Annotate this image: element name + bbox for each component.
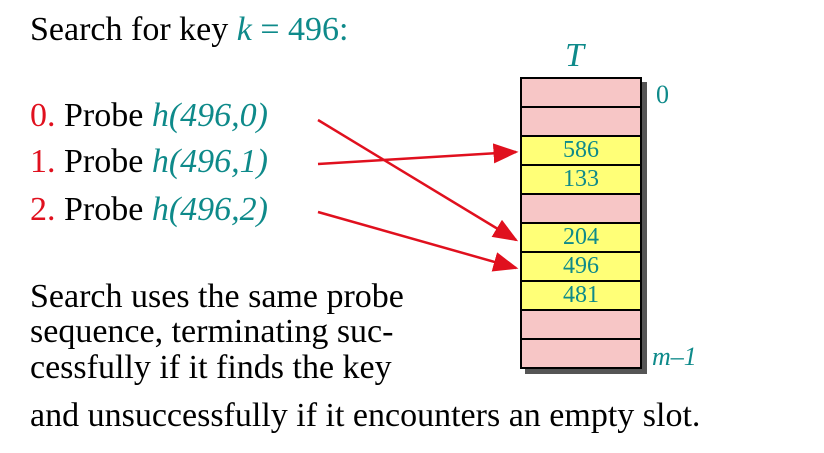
table-slot-0 — [522, 79, 640, 108]
probe-fn: h(496,0) — [151, 97, 268, 134]
arrow-probe-2 — [317, 210, 519, 272]
probe-text: Probe — [55, 97, 152, 134]
table-slot-9 — [522, 340, 640, 367]
index-bottom: m–1 — [652, 342, 697, 371]
title-var: k — [236, 11, 252, 48]
hash-table: 586 133 204 496 481 — [520, 77, 642, 369]
probe-line-0: 0. Probe h(496,0) — [30, 96, 268, 136]
table-slot-2: 586 — [522, 137, 640, 166]
paragraph-line-1: Search uses the same probe — [30, 278, 404, 315]
probe-num: 2. — [30, 191, 56, 228]
table-slot-3: 133 — [522, 166, 640, 195]
probe-line-1: 1. Probe h(496,1) — [30, 142, 268, 182]
title-prefix: Search for key — [30, 11, 237, 48]
table-slot-5: 204 — [522, 224, 640, 253]
probe-num: 0. — [30, 97, 56, 134]
probe-fn: h(496,1) — [151, 143, 268, 180]
probe-text: Probe — [55, 191, 152, 228]
arrow-probe-1 — [317, 143, 519, 166]
table-slot-6: 496 — [522, 253, 640, 282]
paragraph-line-2: sequence, terminating suc- — [30, 313, 394, 350]
probe-fn: h(496,2) — [151, 191, 268, 228]
table-label: T — [565, 37, 584, 74]
probe-text: Probe — [55, 143, 152, 180]
paragraph-line-4: and unsuccessfully if it encounters an e… — [30, 397, 701, 434]
arrow-probe-0 — [317, 118, 519, 242]
table-slot-1 — [522, 108, 640, 137]
table-slot-8 — [522, 311, 640, 340]
title-suffix: = 496: — [251, 11, 349, 48]
probe-line-2: 2. Probe h(496,2) — [30, 190, 268, 230]
probe-num: 1. — [30, 143, 56, 180]
table-slot-7: 481 — [522, 282, 640, 311]
table-slot-4 — [522, 195, 640, 224]
title: Search for key k = 496: — [30, 10, 348, 50]
paragraph-line-3: cessfully if it finds the key — [30, 349, 392, 386]
index-top: 0 — [656, 80, 669, 109]
